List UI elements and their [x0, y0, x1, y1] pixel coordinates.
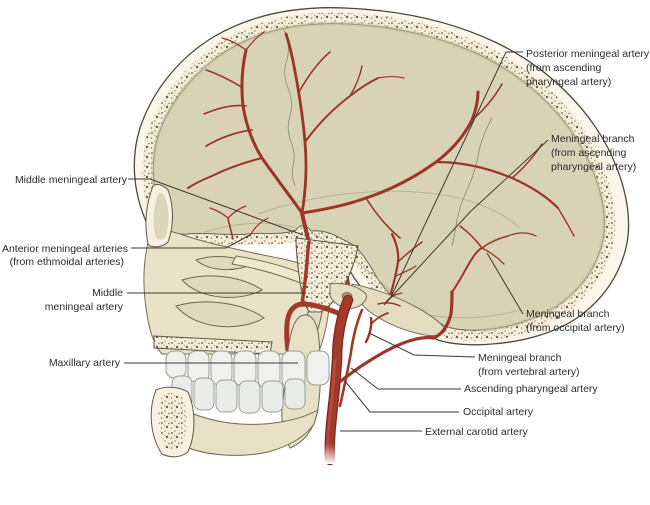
label-external-carotid-artery: External carotid artery: [425, 426, 528, 438]
label-middle-meningeal-artery-lower-line-2: meningeal artery: [45, 301, 124, 313]
label-ascending-pharyngeal-artery: Ascending pharyngeal artery: [464, 383, 598, 395]
mma-branch: [298, 51, 331, 93]
lambdoid-suture: [451, 117, 493, 247]
posterior-meningeal-twig: [397, 241, 423, 263]
mma-middle-division: [284, 32, 308, 215]
mma-branch: [349, 65, 363, 97]
orbital-roof-contour: [204, 222, 297, 233]
label-meningeal-branch-ascending-pharyngeal-line-3: pharyngeal artery): [551, 161, 636, 173]
label-anterior-meningeal-arteries-line-2: (from ethmoidal arteries): [10, 256, 124, 268]
superficial-neck-arteries: [324, 290, 454, 466]
leader-posterior-meningeal-artery: [389, 51, 523, 300]
intracranial-arteries: [187, 31, 575, 306]
external-carotid-highlight: [326, 358, 337, 460]
mma-branch: [187, 157, 263, 189]
inferior-concha: [175, 301, 265, 328]
leader-meningeal-branch-occipital: [486, 252, 524, 315]
label-middle-meningeal-artery-lower-line-1: Middle: [92, 287, 123, 299]
hypoglossal-meningeal-twig2: [385, 292, 403, 303]
frontal-sinus-cavity: [153, 192, 169, 240]
vertebral-meningeal-branch: [364, 316, 373, 344]
upper-teeth: [165, 350, 330, 389]
occipital-artery-vessel: [335, 290, 454, 386]
occipital-meningeal-vessel: [451, 247, 483, 293]
maxillary-artery-vessel: [284, 301, 343, 371]
maxillary-arteries: [284, 240, 343, 371]
leader-occipital-artery: [344, 380, 459, 413]
label-occipital-artery: Occipital artery: [463, 406, 534, 418]
anterior-meningeal-twig: [209, 207, 229, 219]
label-meningeal-branch-ascending-pharyngeal-line-2: (from ascending: [551, 147, 626, 159]
mma-branch: [365, 197, 401, 239]
anterior-meningeal-twig: [227, 217, 234, 240]
mma-branch: [205, 69, 244, 89]
label-meningeal-branch-occipital-line-2: (from occipital artery): [526, 322, 625, 334]
occipital-meningeal-twig: [481, 247, 505, 265]
label-posterior-meningeal-artery-line-1: Posterior meningeal artery: [526, 48, 650, 60]
leader-ascending-pharyngeal-artery: [350, 367, 461, 390]
label-anterior-meningeal-arteries-line-1: Anterior meningeal arteries: [2, 243, 128, 255]
leader-lines: [124, 51, 549, 432]
label-posterior-meningeal-artery-line-3: pharyngeal artery): [526, 76, 611, 88]
leader-middle-meningeal-artery-upper: [128, 178, 304, 236]
mma-branch: [377, 75, 405, 79]
mma-branch: [221, 37, 247, 51]
label-middle-meningeal-artery-upper: Middle meningeal artery: [15, 174, 128, 186]
mma-anterior-division: [240, 48, 304, 215]
external-carotid-vessel: [325, 296, 352, 464]
label-meningeal-branch-ascending-pharyngeal-line-1: Meningeal branch: [551, 133, 635, 145]
anterior-meningeal-twig: [249, 217, 269, 237]
label-meningeal-branch-vertebral-line-2: (from vertebral artery): [478, 366, 580, 378]
mma-branch: [203, 104, 247, 115]
leader-anterior-meningeal-arteries: [131, 234, 251, 249]
mandible-and-teeth: [150, 314, 330, 458]
leader-meningeal-branch-ascending-pharyngeal: [383, 139, 549, 306]
posterior-meningeal-twig: [395, 265, 417, 277]
label-meningeal-branch-occipital-line-1: Meningeal branch: [526, 308, 610, 320]
mma-branch: [245, 31, 265, 51]
occipital-meningeal-twig: [459, 225, 483, 249]
vertebral-meningeal-twig: [370, 312, 389, 325]
label-maxillary-artery: Maxillary artery: [49, 357, 121, 369]
leader-meningeal-branch-vertebral: [368, 332, 476, 358]
label-posterior-meningeal-artery-line-2: (from ascending: [526, 62, 601, 74]
chin-section-diploe: [158, 393, 187, 450]
coronal-suture: [283, 29, 296, 187]
ascending-pharyngeal-artery-vessel: [338, 308, 364, 408]
mma-branch: [205, 129, 253, 147]
occipital-meningeal-twig: [507, 232, 537, 237]
middle-meningeal-extracranial: [300, 240, 311, 306]
hypoglossal-meningeal-twig: [377, 302, 401, 307]
mma-branch: [557, 207, 575, 237]
occipital-meningeal-twig: [481, 235, 509, 249]
label-meningeal-branch-vertebral-line-1: Meningeal branch: [478, 352, 562, 364]
labels: Middle meningeal artery Anterior meninge…: [2, 48, 650, 438]
carotid-fade: [318, 444, 346, 464]
cavity-inner-shade: [151, 21, 607, 332]
